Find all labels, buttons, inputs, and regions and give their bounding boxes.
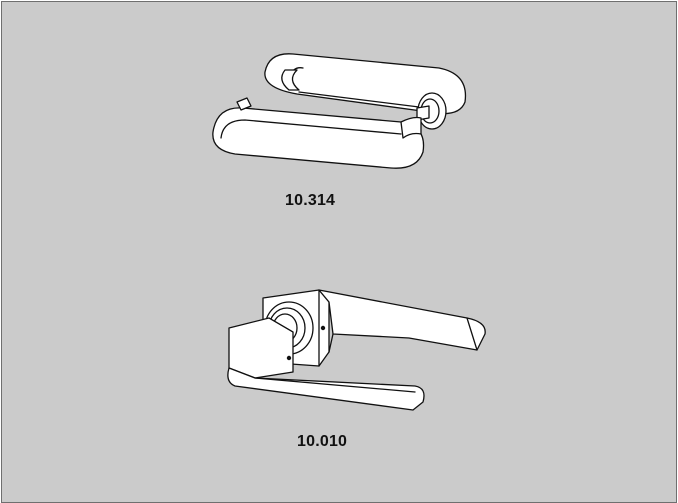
handle-illustration-10-314 bbox=[212, 53, 467, 169]
product-code-10-314: 10.314 bbox=[285, 192, 336, 209]
product-code-10-010: 10.010 bbox=[297, 433, 348, 450]
handle-illustration-10-010 bbox=[227, 289, 486, 411]
